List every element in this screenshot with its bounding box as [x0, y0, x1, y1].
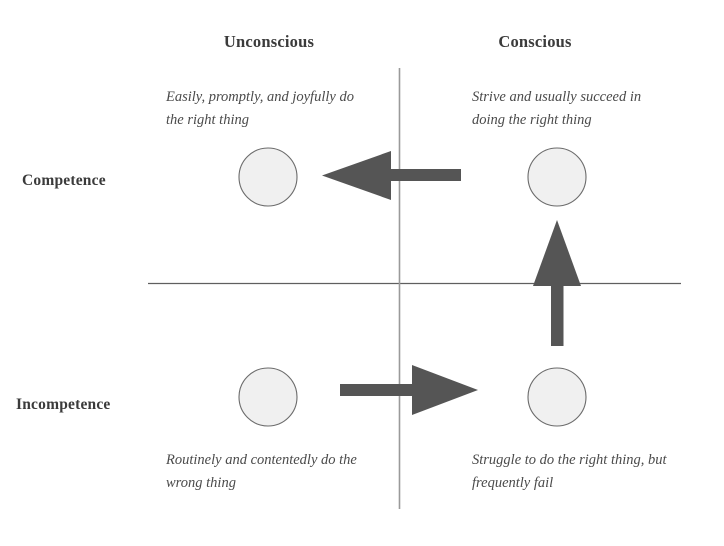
- quadrant-text-conscious-incompetence: Struggle to do the right thing, but freq…: [472, 452, 667, 491]
- node-conscious-competence: [527, 147, 587, 207]
- row-label-competence: Competence: [22, 172, 106, 189]
- quadrant-text-unconscious-competence: Easily, promptly, and joyfully do the ri…: [166, 89, 354, 128]
- arrow-incompetence-to-competence-icon: [533, 220, 581, 346]
- node-unconscious-incompetence: [238, 367, 298, 427]
- quadrant-text-unconscious-incompetence: Routinely and contentedly do the wrong t…: [166, 452, 357, 491]
- node-unconscious-competence: [238, 147, 298, 207]
- node-conscious-incompetence: [527, 367, 587, 427]
- quadrant-text-conscious-competence: Strive and usually succeed in doing the …: [472, 89, 642, 128]
- row-label-incompetence: Incompetence: [16, 396, 111, 413]
- column-header-unconscious: Unconscious: [223, 32, 315, 51]
- arrow-conscious-to-unconscious-icon: [322, 151, 461, 200]
- column-header-conscious: Conscious: [498, 32, 572, 51]
- arrow-unconscious-to-conscious-icon: [340, 365, 478, 415]
